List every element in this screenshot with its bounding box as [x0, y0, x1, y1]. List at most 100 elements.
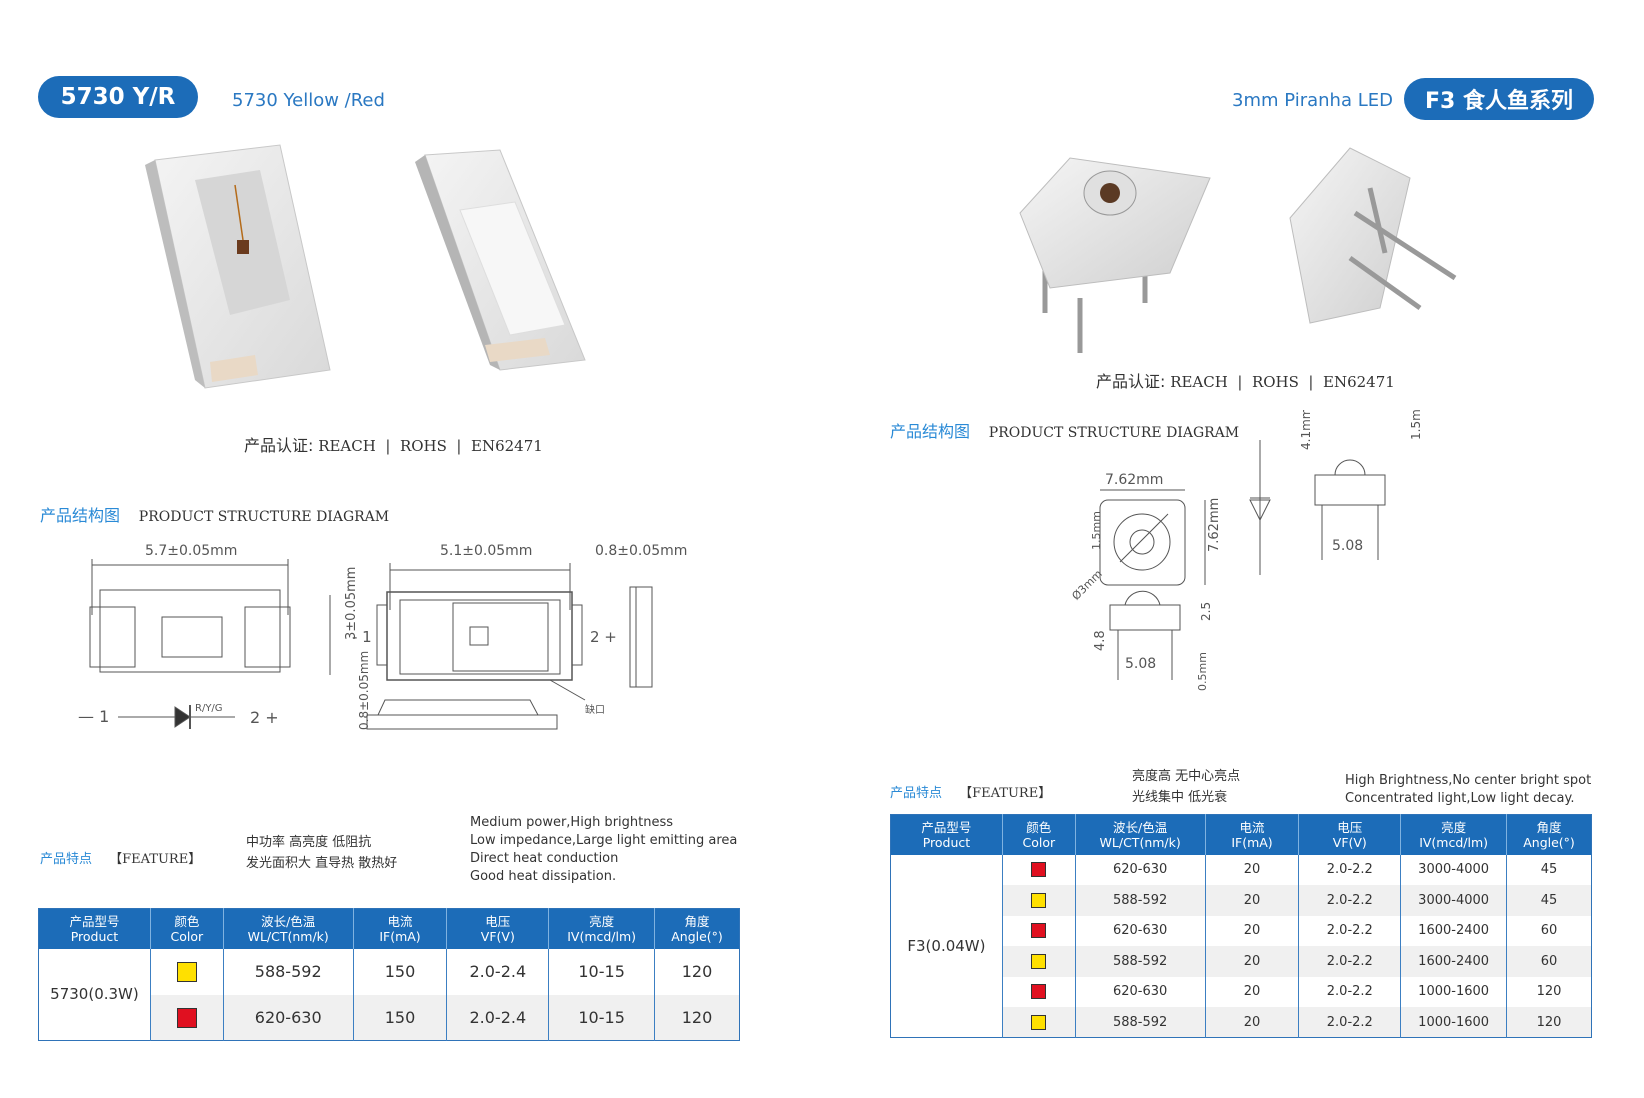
vf-cell: 2.0-2.2 — [1298, 976, 1402, 1007]
badge-text: F3 食人鱼系列 — [1425, 89, 1573, 114]
product-badge-5730: 5730 Y/R — [38, 76, 198, 118]
if-cell: 20 — [1205, 915, 1300, 946]
angle-cell: 60 — [1540, 953, 1558, 969]
cert-label: 产品认证: — [1096, 372, 1166, 391]
product-cell: 5730(0.3W) — [38, 948, 151, 1041]
vf-cell: 2.0-2.2 — [1298, 854, 1402, 885]
iv-cell: 3000-4000 — [1400, 885, 1508, 916]
feature-desc-cn: 中功率 高亮度 低阻抗 发光面积大 直导热 散热好 — [246, 832, 397, 874]
dim-height2-label: 0.8±0.05mm — [357, 651, 371, 730]
feature-heading-cn: 产品特点 — [890, 786, 943, 801]
iv-cell: 1000-1600 — [1400, 1007, 1508, 1038]
wl-cell: 588-592 — [1075, 885, 1206, 916]
table-row: 5730(0.3W) 588-592 150 2.0-2.4 10-15 120 — [38, 948, 740, 1041]
dim-15-label: 1.5mm — [1090, 511, 1103, 550]
feature-desc-cn-f3: 亮度高 无中心亮点 光线集中 低光衰 — [1132, 766, 1240, 808]
color-cell — [150, 994, 224, 1041]
feature-heading-en: 【FEATURE】 — [109, 852, 202, 867]
product-badge-f3: F3 食人鱼系列 — [1404, 78, 1594, 120]
color-swatch — [1031, 984, 1047, 1000]
dim-41-label: 4.1mm — [1299, 410, 1313, 450]
plus-label: 2 + — [590, 628, 617, 646]
if-cell: 150 — [353, 994, 448, 1041]
table-row: 620-630 150 2.0-2.4 10-15 120 — [38, 994, 740, 1041]
color-swatch-yellow — [176, 961, 197, 982]
dim-05-label: 0.5mm — [1196, 652, 1209, 691]
angle-cell: 120 — [1536, 1014, 1562, 1030]
if-cell: 20 — [1205, 946, 1300, 977]
angle-cell: 120 — [681, 1007, 713, 1027]
wl-cell: 620-630 — [1075, 976, 1206, 1007]
feature-heading: 产品特点 【FEATURE】 — [40, 848, 201, 867]
feature-en-line: Low impedance,Large light emitting area — [470, 833, 738, 848]
feature-en-line: Medium power,High brightness — [470, 815, 674, 830]
if-cell: 20 — [1205, 976, 1300, 1007]
wl-cell: 620-630 — [1075, 915, 1206, 946]
dim-thickness-label: 0.8±0.05mm — [595, 543, 687, 559]
dim-508b-label: 5.08 — [1125, 656, 1156, 672]
dim-508a-label: 5.08 — [1332, 538, 1363, 554]
wl-cell: 620-630 — [1075, 854, 1206, 885]
led-f3-photo — [1019, 147, 1457, 353]
cert-label: 产品认证: — [244, 436, 314, 455]
color-cell — [1002, 854, 1076, 885]
wl-cell: 588-592 — [223, 948, 354, 995]
color-cell — [1002, 976, 1076, 1007]
structure-diagram-5730: 5.7±0.05mm 5.1±0.05mm 3±0.05mm - 1 2 + 缺… — [78, 543, 687, 730]
feature-desc-en-f3: High Brightness,No center bright spot Co… — [1345, 772, 1591, 808]
structure-diagram-f3: 7.62mm 7.62mm 1.5mm Ø3mm 4.1mm 1.5mm 5.0… — [1069, 410, 1423, 691]
dim-height-label: 3±0.05mm — [344, 567, 359, 640]
color-cell — [1002, 885, 1076, 916]
iv-cell: 10-15 — [548, 948, 656, 995]
color-cell — [150, 948, 224, 995]
notch-label: 缺口 — [585, 703, 605, 716]
diode-color-label: R/Y/G — [195, 703, 223, 714]
dim-width2-label: 5.1±0.05mm — [440, 543, 532, 559]
feature-heading-en: 【FEATURE】 — [959, 786, 1052, 801]
structure-heading-en: PRODUCT STRUCTURE DIAGRAM — [138, 509, 390, 525]
dim-d3-label: Ø3mm — [1069, 567, 1104, 602]
product-subtitle: 5730 Yellow /Red — [232, 90, 385, 111]
product-cell: F3(0.04W) — [890, 854, 1003, 1038]
iv-cell: 1600-2400 — [1400, 915, 1508, 946]
vf-cell: 2.0-2.2 — [1298, 885, 1402, 916]
feature-en-line: Concentrated light,Low light decay. — [1345, 791, 1575, 806]
dim-25-label: 2.5 — [1199, 602, 1213, 621]
feature-cn-line: 光线集中 低光衰 — [1132, 790, 1228, 805]
feature-heading-f3: 产品特点 【FEATURE】 — [890, 782, 1051, 801]
certification-line: 产品认证: REACH | ROHS | EN62471 — [244, 432, 543, 456]
if-cell: 150 — [353, 948, 448, 995]
iv-cell: 3000-4000 — [1400, 854, 1508, 885]
feature-en-line: Good heat dissipation. — [470, 869, 617, 884]
structure-heading-en: PRODUCT STRUCTURE DIAGRAM — [988, 425, 1240, 441]
vf-cell: 2.0-2.4 — [446, 994, 550, 1041]
feature-cn-line: 发光面积大 直导热 散热好 — [246, 856, 398, 871]
structure-heading: 产品结构图 PRODUCT STRUCTURE DIAGRAM — [40, 502, 389, 526]
feature-en-line: High Brightness,No center bright spot — [1345, 773, 1592, 788]
feature-cn-line: 中功率 高亮度 低阻抗 — [246, 835, 372, 850]
cert-items: REACH | ROHS | EN62471 — [1170, 373, 1395, 391]
angle-cell: 120 — [1536, 984, 1562, 1000]
color-cell — [1002, 1007, 1076, 1038]
